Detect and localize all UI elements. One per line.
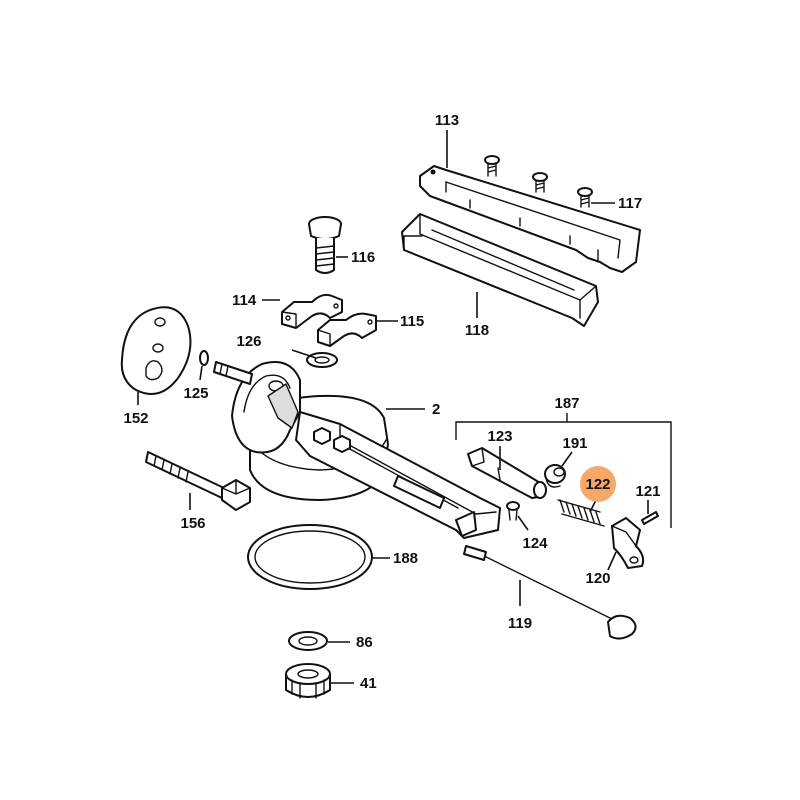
label-115[interactable]: 115 bbox=[400, 313, 424, 330]
label-119[interactable]: 119 bbox=[508, 615, 532, 632]
label-122[interactable]: 122 bbox=[585, 476, 610, 493]
part-115-clamp[interactable] bbox=[317, 312, 377, 347]
label-124[interactable]: 124 bbox=[522, 535, 548, 552]
label-126[interactable]: 126 bbox=[236, 333, 261, 350]
label-123[interactable]: 123 bbox=[487, 428, 512, 445]
callout-labels: 113 117 116 114 115 118 126 125 152 2 18… bbox=[123, 112, 660, 692]
leader-125 bbox=[199, 365, 203, 381]
label-2[interactable]: 2 bbox=[432, 401, 440, 418]
label-116[interactable]: 116 bbox=[351, 249, 375, 266]
label-152[interactable]: 152 bbox=[123, 410, 148, 427]
part-152-plate[interactable] bbox=[120, 306, 192, 395]
part-113-rail-cover[interactable] bbox=[419, 165, 641, 273]
leader-191 bbox=[561, 451, 573, 467]
label-191[interactable]: 191 bbox=[562, 435, 587, 452]
part-156-screw[interactable] bbox=[145, 451, 251, 511]
highlight-circle-122 bbox=[580, 466, 616, 502]
label-121[interactable]: 121 bbox=[635, 483, 660, 500]
group-187-bracket bbox=[455, 413, 672, 528]
leader-126 bbox=[291, 349, 317, 359]
screw-117c[interactable] bbox=[577, 187, 593, 208]
label-86[interactable]: 86 bbox=[356, 634, 373, 651]
part-86-washer[interactable] bbox=[288, 631, 328, 651]
label-114[interactable]: 114 bbox=[232, 292, 257, 309]
label-120[interactable]: 120 bbox=[585, 570, 610, 587]
label-156[interactable]: 156 bbox=[180, 515, 205, 532]
part-126-washer[interactable] bbox=[306, 352, 338, 368]
part-124-screw[interactable] bbox=[506, 501, 520, 521]
label-113[interactable]: 113 bbox=[435, 112, 459, 129]
label-125[interactable]: 125 bbox=[183, 385, 208, 402]
part-119-rod[interactable] bbox=[463, 545, 637, 640]
leader-124 bbox=[517, 515, 529, 531]
part-2-housing[interactable] bbox=[213, 361, 501, 539]
label-187[interactable]: 187 bbox=[554, 395, 579, 412]
leader-lines bbox=[137, 130, 649, 684]
part-188-seal[interactable] bbox=[247, 524, 373, 590]
part-41-nut[interactable] bbox=[285, 663, 331, 699]
label-41[interactable]: 41 bbox=[360, 675, 377, 692]
label-117[interactable]: 117 bbox=[618, 195, 642, 212]
part-122-spring[interactable] bbox=[557, 499, 605, 527]
part-123-shaft[interactable] bbox=[467, 447, 547, 499]
part-121-pin[interactable] bbox=[641, 511, 659, 525]
part-116-bolt[interactable] bbox=[308, 216, 342, 274]
part-114-clamp[interactable] bbox=[281, 293, 343, 329]
label-188[interactable]: 188 bbox=[393, 550, 418, 567]
screw-117a[interactable] bbox=[484, 155, 500, 177]
label-118[interactable]: 118 bbox=[465, 322, 489, 339]
part-120-lever[interactable] bbox=[611, 517, 645, 569]
screw-117b[interactable] bbox=[532, 172, 548, 193]
part-117-screws[interactable] bbox=[484, 155, 593, 208]
part-125-ring[interactable] bbox=[199, 350, 209, 366]
part-118-rail-channel[interactable] bbox=[401, 213, 599, 327]
part-191-bushing[interactable] bbox=[544, 464, 566, 488]
leader-120 bbox=[607, 551, 617, 571]
